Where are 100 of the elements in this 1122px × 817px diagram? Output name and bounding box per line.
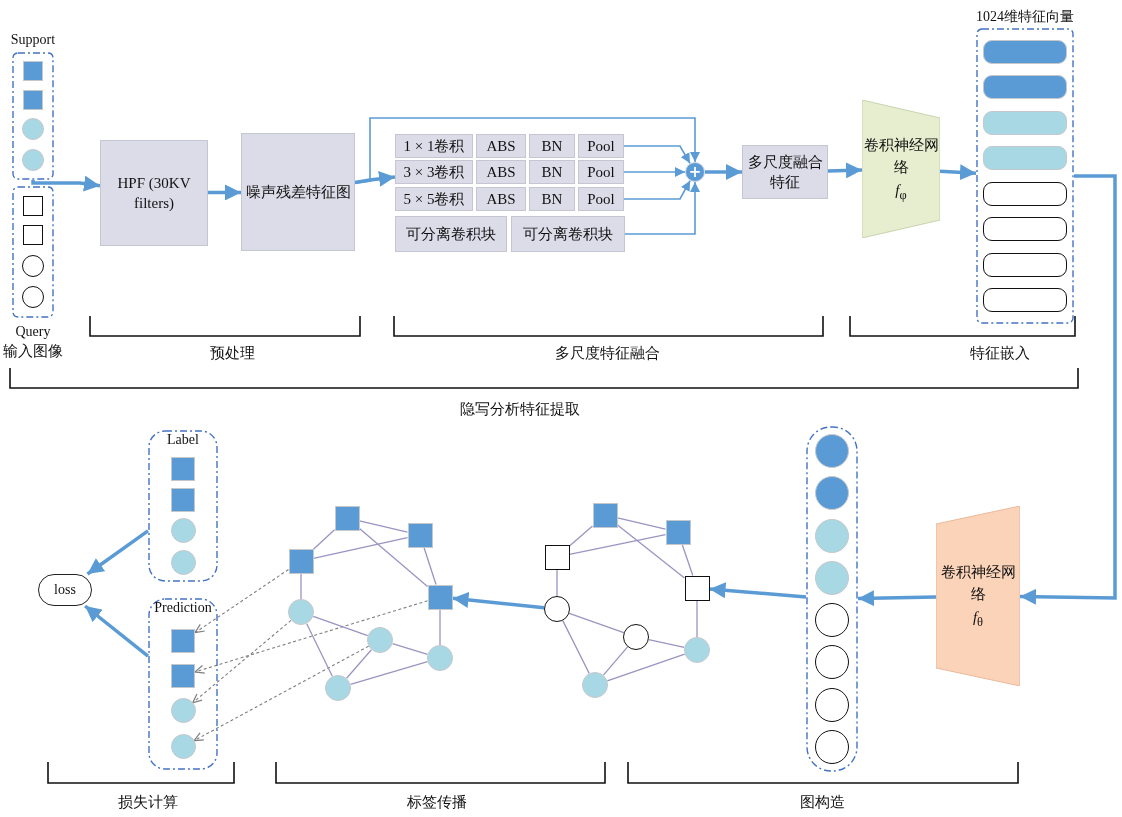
circle-marker: [684, 637, 710, 663]
feature-bar: [983, 110, 1067, 135]
graph-edge: [562, 619, 590, 675]
square-marker: [23, 60, 43, 81]
process-box: 1 × 1卷积: [395, 134, 473, 158]
sum-circle: +: [685, 162, 705, 182]
circle-marker: [815, 434, 849, 469]
process-box: 5 × 5卷积: [395, 187, 473, 211]
dashed-group-frame: [148, 598, 218, 770]
square-marker: [665, 519, 691, 545]
feature-bar: [983, 39, 1067, 64]
section-label: 损失计算: [118, 793, 178, 812]
process-box: 噪声残差特征图: [241, 133, 355, 251]
circle-marker: [170, 550, 196, 576]
circle-marker: [427, 645, 453, 671]
graph-edge: [568, 533, 667, 556]
graph-edge: [696, 599, 698, 638]
feature-bar: [983, 288, 1067, 313]
arrow: [623, 179, 691, 200]
group-label: Prediction: [153, 600, 213, 616]
square-marker: [427, 584, 453, 610]
group-label: Label: [166, 432, 200, 448]
circle-marker: [22, 118, 44, 141]
circle-marker: [325, 675, 351, 701]
arrow: [84, 604, 150, 658]
process-box: 可分离卷积块: [395, 216, 507, 252]
network-trapezoid: 卷积神经网络 f$_{θ}$: [936, 506, 1020, 686]
dotted-arrow: [194, 568, 290, 634]
arrow: [354, 170, 396, 187]
feature-bar: [983, 146, 1067, 171]
graph-edge: [568, 612, 625, 634]
graph-edge: [349, 661, 429, 685]
circle-marker: [170, 698, 196, 724]
arrow: [827, 162, 863, 179]
square-marker: [544, 544, 570, 570]
process-box: Pool: [578, 134, 624, 158]
graph-edge: [300, 572, 302, 600]
process-box: Pool: [578, 187, 624, 211]
process-box: ABS: [476, 134, 526, 158]
graph-edge: [423, 546, 437, 586]
graph-edge: [568, 525, 594, 547]
process-box: 可分离卷积块: [511, 216, 625, 252]
square-marker: [171, 456, 195, 481]
dotted-arrow: [193, 645, 370, 742]
graph-edge: [602, 646, 629, 676]
square-marker: [592, 502, 618, 528]
circle-marker: [815, 687, 849, 722]
square-marker: [23, 89, 43, 110]
section-label: 隐写分析特征提取: [460, 400, 580, 419]
graph-edge: [358, 527, 429, 588]
process-box: BN: [529, 134, 575, 158]
arrow: [208, 184, 241, 201]
square-marker: [171, 628, 195, 653]
graph-edge: [648, 639, 685, 648]
section-label: 标签传播: [407, 793, 467, 812]
circle-marker: [22, 286, 44, 309]
loss-box: loss: [38, 574, 92, 606]
circle-marker: [815, 476, 849, 511]
process-box: 3 × 3卷积: [395, 160, 473, 184]
dash-dot-frame: [806, 426, 858, 772]
graph-edge: [312, 537, 409, 559]
graph-edge: [391, 643, 429, 655]
square-marker: [288, 548, 314, 574]
process-box: 多尺度融合特征: [742, 145, 828, 199]
feature-bar: [983, 217, 1067, 242]
feature-bar: [983, 252, 1067, 277]
graph-edge: [345, 649, 373, 679]
square-marker: [334, 505, 360, 531]
square-marker: [407, 522, 433, 548]
circle-marker: [22, 254, 44, 277]
circle-marker: [815, 518, 849, 553]
circle-marker: [815, 603, 849, 638]
graph-edge: [616, 524, 686, 579]
group-label: Support: [9, 32, 57, 48]
section-label: 输入图像: [3, 342, 63, 361]
network-trapezoid: 卷积神经网络 f$_{φ}$: [862, 100, 940, 238]
arrow: [623, 167, 686, 177]
circle-marker: [544, 596, 570, 622]
circle-marker: [367, 627, 393, 653]
arrow: [452, 592, 545, 610]
section-label: 预处理: [209, 344, 255, 363]
arrow: [939, 164, 977, 181]
graph-edge: [312, 529, 336, 550]
circle-marker: [170, 734, 196, 760]
graph-edge: [616, 517, 667, 530]
dotted-arrow: [192, 619, 292, 704]
process-box: Pool: [578, 160, 624, 184]
graph-edge: [606, 653, 686, 682]
dashed-group-frame: [148, 430, 218, 582]
graph-edge: [358, 520, 409, 533]
square-marker: [684, 575, 710, 601]
square-marker: [23, 225, 43, 246]
circle-marker: [22, 149, 44, 172]
circle-marker: [582, 672, 608, 698]
process-box: ABS: [476, 187, 526, 211]
group-label: 1024维特征向量: [975, 8, 1075, 26]
circle-marker: [815, 729, 849, 764]
graph-edge: [312, 615, 369, 637]
section-label: 特征嵌入: [970, 344, 1030, 363]
arrow: [709, 582, 807, 599]
